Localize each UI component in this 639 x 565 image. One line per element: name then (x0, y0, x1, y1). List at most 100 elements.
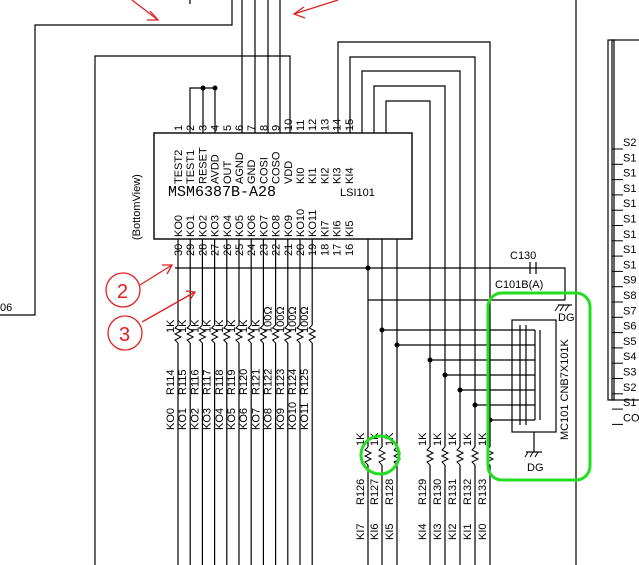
junction (200, 85, 206, 91)
resistor (363, 446, 373, 466)
ic-pin-number: 17 (332, 244, 344, 256)
resistor-ref: R130 (432, 479, 444, 505)
resistor (222, 324, 231, 344)
ic-pin-signal: RESET (197, 147, 209, 184)
resistor (210, 324, 219, 344)
ic-pin-number: 14 (332, 119, 344, 131)
ic-pin-number: 26 (222, 244, 234, 256)
red-arrow-top-right (292, 0, 339, 19)
ki-resistors: 1KR126KI71KR127KI61KR128KI51KR129KI41KR1… (355, 432, 495, 540)
ic-pin-signal: KI0 (295, 167, 307, 184)
capacitor-part: C101B(A) (495, 279, 543, 291)
connector-pin-label: S7 (623, 305, 636, 317)
ic-ref: LSI101 (340, 187, 375, 199)
ic-pin-signal: KI3 (332, 167, 344, 184)
ic-pin-number: 22 (271, 244, 283, 256)
left-stub-label: 06 (0, 302, 12, 314)
net-label: KI0 (477, 523, 489, 540)
ic-pin-number: 25 (234, 244, 246, 256)
net-label: KI2 (447, 523, 459, 540)
net-label: KO9 (275, 408, 287, 430)
resistor (377, 446, 387, 466)
ic-pin-signal: KO7 (258, 215, 270, 237)
resistor-value: 100Ω (263, 306, 275, 333)
resistor-ref: R114 (165, 370, 177, 395)
resistor-value: 1K (189, 319, 201, 333)
net-label: KI1 (462, 523, 474, 540)
ic-pin-signal: TEST2 (173, 150, 185, 184)
net-label: KI6 (369, 523, 381, 540)
junction-dots (365, 265, 493, 423)
resistor-ref: R124 (287, 369, 299, 395)
ic-pin-number: 29 (185, 244, 197, 256)
resistor-ref: R115 (177, 370, 189, 395)
resistor (295, 324, 305, 344)
resistor (283, 324, 292, 344)
ic-pin-number: 12 (307, 119, 319, 131)
ic-top-pins: 1TEST22TEST13RESET4AVDD5OUT6AGND7GND8COS… (173, 119, 356, 184)
ic-pin-number: 24 (246, 244, 258, 256)
resistor-ref: R118 (214, 370, 226, 395)
ic-pin-number: 30 (173, 244, 185, 256)
ic-pin-signal: AGND (234, 152, 246, 184)
resistor-ref: R119 (226, 370, 238, 395)
resistor (234, 324, 244, 344)
callout-3 (107, 290, 197, 351)
resistor-value: 100Ω (287, 306, 299, 333)
resistor-value: 1K (214, 319, 226, 333)
resistor-value: 1K (432, 432, 444, 446)
ic-view-label: (BottomView) (131, 174, 143, 240)
connector-pin-label: S1 (623, 183, 636, 195)
ic-pin-signal: KO2 (197, 215, 209, 237)
ic-pin-number: 27 (210, 244, 222, 256)
resistor-ref: R120 (238, 369, 250, 395)
ic-pin-number: 9 (271, 125, 283, 131)
ic-pin-signal: COSI (258, 157, 270, 184)
resistor-ref: R123 (275, 369, 287, 395)
connector-pin-label: S3 (623, 367, 636, 379)
ic-pin-signal: KO9 (283, 215, 295, 237)
resistor (259, 324, 268, 344)
connector-pin-label: S6 (623, 321, 636, 333)
highlight-cap-array (486, 291, 592, 482)
net-label: KI3 (432, 523, 444, 540)
ic-pin-number: 21 (283, 244, 295, 256)
ic-pin-signal: COSO (271, 151, 283, 184)
wire-ko-return (94, 55, 291, 565)
net-label: KO2 (189, 408, 201, 430)
connector-pin-label: CO (623, 412, 639, 424)
callout-2-label: 2 (117, 281, 128, 303)
ic-pin-signal: GND (246, 160, 258, 185)
ic-pin-number: 2 (185, 125, 197, 131)
resistor-value: 1K (226, 319, 238, 333)
ic-pin-signal: KO11 (307, 210, 319, 237)
resistor (271, 324, 280, 344)
ic-bottom-pins: KO030KO129KO228KO327KO426KO525KO624KO723… (173, 209, 356, 256)
connector-pin-label: S4 (623, 351, 636, 363)
ic-pin-signal: KI5 (344, 220, 356, 237)
ki-top-wires (337, 41, 491, 565)
net-label: KO5 (226, 408, 238, 430)
resistor (173, 324, 183, 344)
resistor-ref: R122 (263, 369, 275, 395)
resistor-value: 1K (238, 319, 250, 333)
resistor-value: 1K (462, 432, 474, 446)
resistor-value: 100Ω (299, 306, 311, 333)
net-label: KO0 (165, 408, 177, 430)
ic-part-name: MSM6387B-A28 (168, 184, 276, 201)
ic-pin-number: 15 (344, 119, 356, 131)
ic-pin-number: 5 (222, 125, 234, 131)
connector-pin-label: S1 (623, 198, 636, 210)
ic-pin-number: 11 (295, 120, 307, 131)
resistor-value: 100Ω (275, 306, 287, 333)
net-label: KO11 (299, 403, 311, 430)
resistor (470, 446, 480, 466)
ic-pin-signal: KO5 (234, 215, 246, 237)
resistor-ref: R126 (355, 479, 367, 505)
connector-pin-label: S1 (623, 152, 636, 164)
connector-pin-label: S1 (623, 259, 636, 271)
ic-pin-signal: KI6 (332, 220, 344, 237)
red-arrow-top-left (131, 0, 160, 21)
net-label: KO4 (214, 408, 226, 430)
connector-pin-label: S1 (623, 168, 636, 180)
